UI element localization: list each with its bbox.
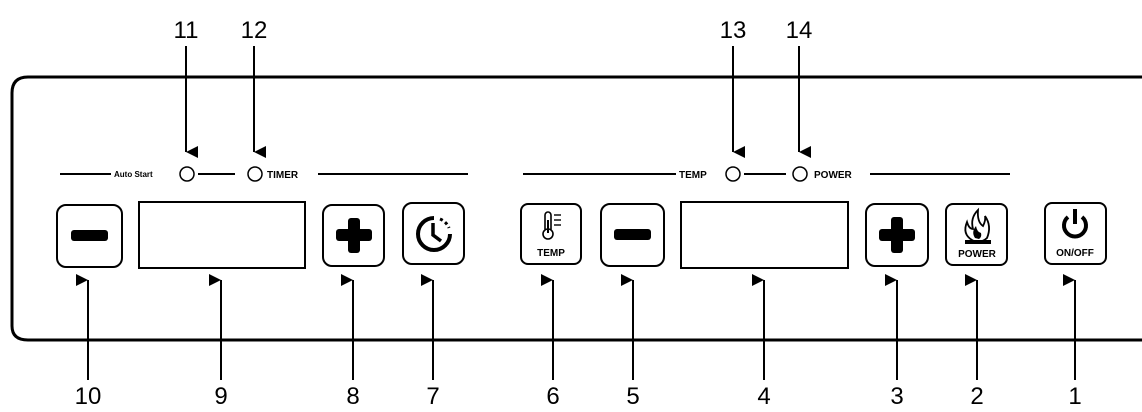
- top-callout-numbers: 11 12 13 14: [174, 17, 813, 44]
- power-label: POWER: [814, 170, 853, 181]
- callout-number: 6: [546, 383, 559, 410]
- callout-number: 11: [174, 17, 199, 44]
- callout-number: 13: [720, 17, 747, 44]
- callout-number: 1: [1068, 383, 1081, 410]
- callout-number: 12: [241, 17, 268, 44]
- callout-number: 9: [214, 383, 227, 410]
- onoff-button-label: ON/OFF: [1056, 248, 1094, 259]
- auto-start-indicator: [179, 166, 195, 182]
- temp-button-label: TEMP: [537, 248, 565, 259]
- left-indicator-row: Auto Start TIMER: [60, 166, 468, 182]
- power-button-label: POWER: [958, 249, 997, 260]
- temp-button[interactable]: TEMP: [520, 203, 582, 265]
- plus-icon: [879, 217, 915, 253]
- timer-display: [138, 201, 306, 269]
- minus-icon: [614, 229, 651, 240]
- temp-power-display: [680, 201, 849, 269]
- timer-button[interactable]: [402, 202, 465, 265]
- callout-number: 10: [75, 383, 102, 410]
- plus-button-right[interactable]: [865, 203, 929, 267]
- minus-icon: [71, 230, 108, 241]
- power-icon: [1062, 209, 1088, 239]
- auto-start-label: Auto Start: [114, 170, 153, 179]
- callout-number: 7: [426, 383, 439, 410]
- power-button[interactable]: POWER: [945, 203, 1008, 266]
- plus-button-left[interactable]: [322, 204, 385, 267]
- callout-number: 8: [346, 383, 359, 410]
- panel-outline: [10, 75, 1142, 342]
- timer-indicator: [247, 166, 263, 182]
- flame-icon: [964, 207, 991, 244]
- power-indicator: [792, 166, 808, 182]
- minus-button-right[interactable]: [600, 203, 665, 267]
- bottom-callout-arrows: [76, 274, 1076, 380]
- plus-icon: [336, 218, 372, 253]
- callout-number: 5: [626, 383, 639, 410]
- callout-number: 3: [890, 383, 903, 410]
- clock-icon: [416, 216, 452, 252]
- right-indicator-row: TEMP POWER: [523, 166, 1010, 182]
- callout-number: 14: [786, 17, 813, 44]
- timer-label: TIMER: [267, 170, 299, 181]
- minus-button-left[interactable]: [56, 204, 123, 268]
- top-callout-arrows: [185, 46, 811, 158]
- callout-number: 4: [757, 383, 770, 410]
- temp-indicator: [725, 166, 741, 182]
- thermometer-icon: [542, 211, 561, 240]
- onoff-button[interactable]: ON/OFF: [1044, 202, 1107, 265]
- temp-label: TEMP: [679, 170, 707, 181]
- bottom-callout-numbers: 10 9 8 7 6 5 4 3 2 1: [75, 383, 1082, 410]
- callout-number: 2: [970, 383, 983, 410]
